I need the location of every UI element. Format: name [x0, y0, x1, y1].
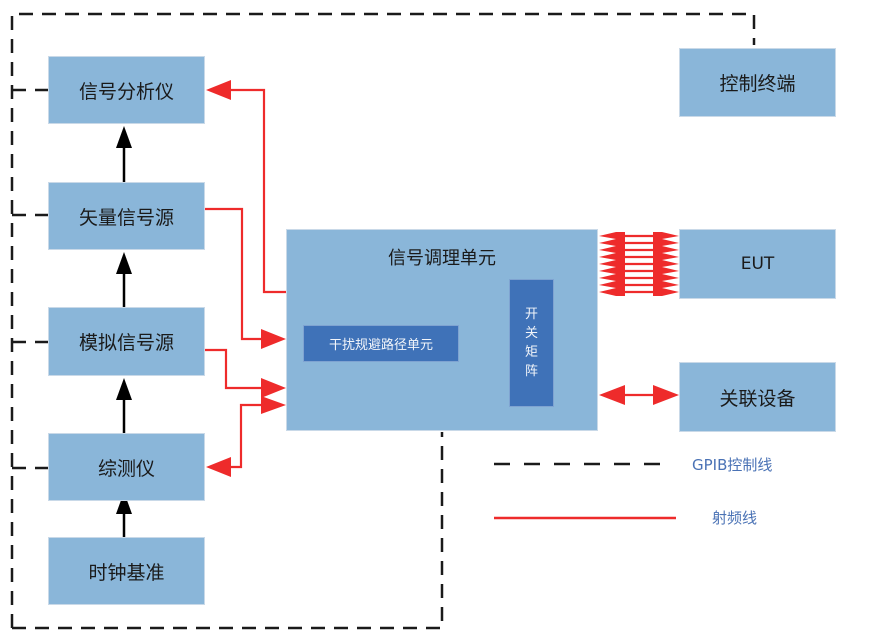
control-terminal-box[interactable]: 控制终端: [679, 48, 836, 117]
gpib-frame-top: [10, 12, 756, 628]
gpib-frame-bottom: [12, 432, 444, 630]
rf-center-to-analyzer: [231, 88, 286, 294]
interference-avoidance-label: 干扰规避路径单元: [328, 338, 433, 353]
vector-signal-source-box[interactable]: 矢量信号源: [48, 182, 205, 250]
rf-eut-arrowheads-left: [599, 232, 625, 296]
arrowhead-tester-to-analog: [116, 378, 132, 400]
signal-analyzer-label: 信号分析仪: [78, 80, 174, 103]
rf-arrowhead-tester: [206, 457, 231, 477]
rf-arrowhead-associated-right: [653, 385, 679, 405]
comprehensive-tester-label: 综测仪: [97, 457, 155, 480]
clock-reference-box[interactable]: 时钟基准: [48, 537, 205, 605]
signal-analyzer-box[interactable]: 信号分析仪: [48, 56, 205, 124]
rf-arrowhead-tester-center: [261, 396, 286, 414]
analog-signal-source-label: 模拟信号源: [78, 332, 174, 354]
comprehensive-tester-box[interactable]: 综测仪: [48, 433, 205, 501]
clock-reference-label: 时钟基准: [88, 561, 165, 584]
rf-arrowhead-associated-left: [599, 385, 625, 405]
gpib-control-bus: [10, 12, 756, 630]
switch-matrix[interactable]: 开 关 矩 阵: [509, 279, 554, 407]
switch-matrix-char-2: 关: [524, 326, 538, 341]
associated-device-label: 关联设备: [719, 387, 796, 410]
switch-matrix-char-3: 矩: [524, 345, 538, 360]
interference-avoidance-unit[interactable]: 干扰规避路径单元: [303, 325, 459, 362]
rf-arrowhead-analog: [261, 378, 286, 398]
switch-matrix-char-4: 阵: [524, 364, 538, 379]
arrowhead-analog-to-vector: [116, 252, 132, 274]
vector-signal-source-label: 矢量信号源: [78, 206, 174, 229]
rf-eut-arrowheads-right: [653, 232, 679, 296]
signal-conditioning-title: 信号调理单元: [388, 248, 496, 269]
legend-gpib-label: GPIB控制线: [692, 456, 773, 474]
rf-tester-to-center: [231, 403, 262, 469]
arrowhead-clock-to-tester: [116, 492, 132, 514]
rf-arrowhead-vector: [261, 329, 286, 349]
eut-label: EUT: [740, 254, 775, 274]
control-terminal-label: 控制终端: [719, 73, 796, 95]
rf-arrowhead-analyzer: [206, 80, 231, 100]
rf-analog-to-center: [205, 348, 262, 390]
analog-signal-source-box[interactable]: 模拟信号源: [48, 307, 205, 376]
rf-arrowheads: [206, 80, 679, 477]
eut-box[interactable]: EUT: [679, 229, 836, 299]
switch-matrix-char-1: 开: [524, 307, 538, 322]
associated-device-box[interactable]: 关联设备: [679, 362, 836, 432]
arrowhead-vector-to-analyzer: [116, 126, 132, 148]
legend-rf-label: 射频线: [712, 509, 758, 527]
rf-vector-to-center: [205, 207, 262, 341]
